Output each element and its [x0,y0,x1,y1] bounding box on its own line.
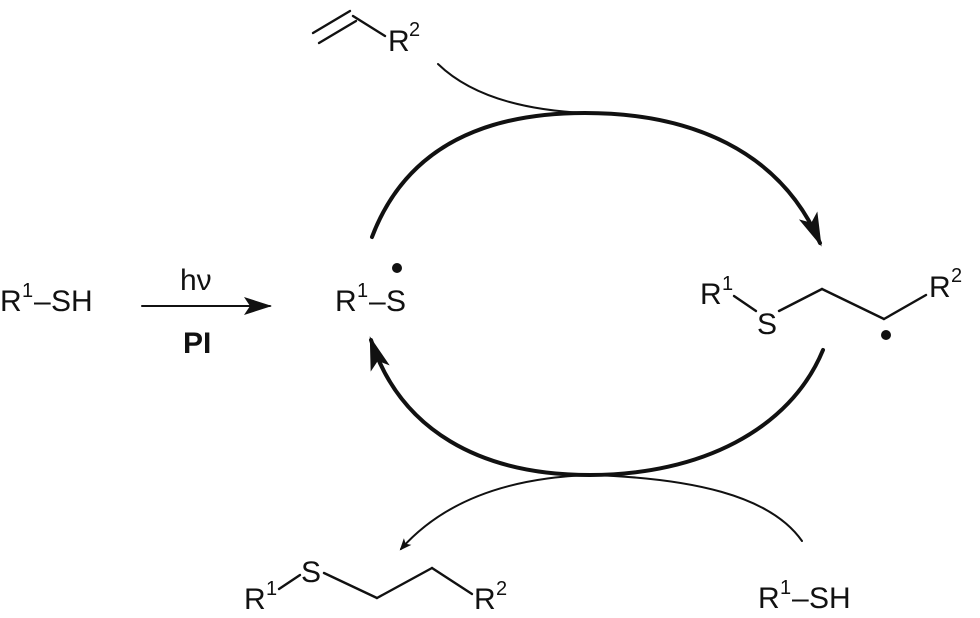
alkene-entry-arrow [437,63,586,114]
propagation-arc-addition [370,110,822,247]
initiation-thiol-r: R [0,285,22,318]
propagation-arc-chain-transfer [369,336,825,478]
initiation-thiol: R 1 – SH [0,280,93,318]
thiol-reagent-r: R [758,582,780,615]
photoinitiator-pi-label: PI [183,327,211,360]
carbon-radical-s: S [757,308,777,341]
vinyl-group-bonds [311,9,387,45]
thiyl-radical-s: S [386,285,406,318]
carbon-radical-bond-c2-r2 [882,293,928,321]
product-r2: R [474,583,496,616]
carbon-radical-r1-superscript: 1 [722,273,733,295]
alkene-r2-label: R [388,25,410,58]
product-r1: R [244,583,266,616]
alkene-reactant: R 2 [311,9,420,58]
carbon-radical-bond-r-s [732,294,758,313]
thiol-reagent-superscript: 1 [780,577,791,599]
carbon-radical-r1: R [700,278,722,311]
carbon-radical-bond-s-c1 [777,287,824,313]
alkene-r2-superscript: 2 [409,19,420,41]
thiol-reagent-sh: SH [809,582,851,615]
carbon-radical-dot [881,330,891,340]
thiyl-radical: R 1 – S [335,263,406,318]
carbon-radical-r2-superscript: 2 [951,265,962,287]
initiation-thiol-sh: SH [51,285,93,318]
product-r1-superscript: 1 [266,578,277,600]
carbon-radical-bond-c1-c2 [820,287,886,321]
product-s: S [301,556,321,589]
product-bond-r-s [277,573,302,591]
thiol-reagent-dash: – [792,582,809,615]
product-bond-c2-r2 [430,566,474,596]
thiol-reagent-bottom: R 1 – SH [758,577,851,615]
carbon-radical-intermediate: R 1 S R 2 [700,265,962,341]
product-bond-c1-c2 [375,566,434,600]
thiyl-radical-superscript: 1 [357,280,368,302]
initiation-thiol-dash: – [34,285,51,318]
thioether-product: R 1 S R 2 [244,556,507,616]
thiyl-radical-dash: – [369,285,386,318]
thiyl-radical-dot [392,263,402,273]
product-r2-superscript: 2 [496,578,507,600]
carbon-radical-r2: R [929,271,951,304]
chain-transfer-exit-arrow [399,473,803,551]
light-hv-label: hν [180,264,212,297]
initiation-thiol-superscript: 1 [22,280,33,302]
product-bond-s-c1 [322,571,379,600]
thiyl-radical-r: R [335,285,357,318]
